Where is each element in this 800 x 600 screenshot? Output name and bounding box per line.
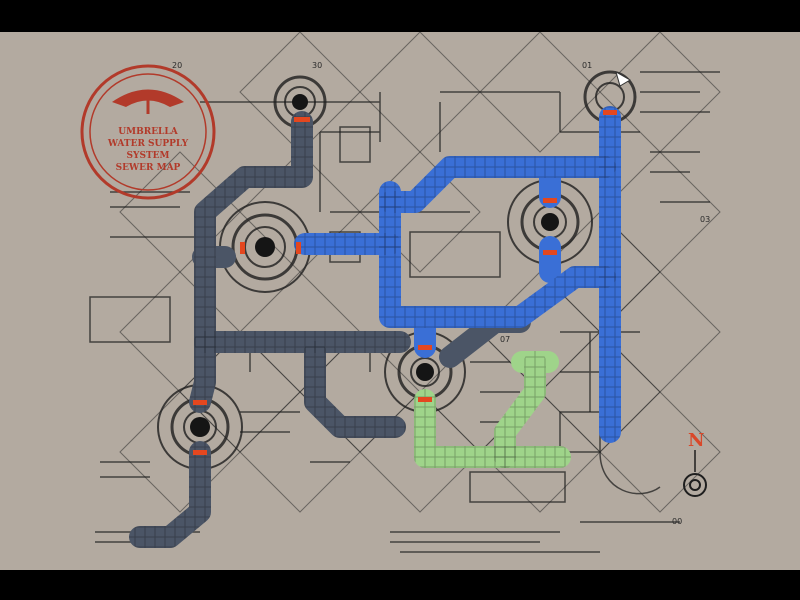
pipes-unvisited-grid [129,111,411,548]
room-number: 30 [312,61,322,70]
pipe-current-area-grid [414,351,571,468]
room-number: 20 [172,61,182,70]
room-number: 00 [672,517,682,526]
stamp-line-2: WATER SUPPLY [107,139,189,149]
player-arrow-icon [615,70,631,87]
room-number: 03 [700,215,710,224]
hub-centres [190,94,559,437]
building-outlines [89,71,720,553]
sewer-map: UMBRELLA WATER SUPPLY SYSTEM SEWER MAP 2… [80,32,721,553]
pipes-visited-grid [294,106,621,443]
compass-icon [683,450,707,497]
sewer-map-paper: UMBRELLA WATER SUPPLY SYSTEM SEWER MAP 2… [0,32,800,570]
pipe-joints [193,110,617,455]
room-number: 01 [582,61,592,70]
stamp-line-4: SEWER MAP [116,163,181,173]
stamp-line-3: SYSTEM [127,151,170,161]
umbrella-stamp [80,64,216,200]
compass-north-label: N [688,430,704,451]
stamp-line-1: UMBRELLA [118,127,178,137]
room-number: 07 [500,335,510,344]
